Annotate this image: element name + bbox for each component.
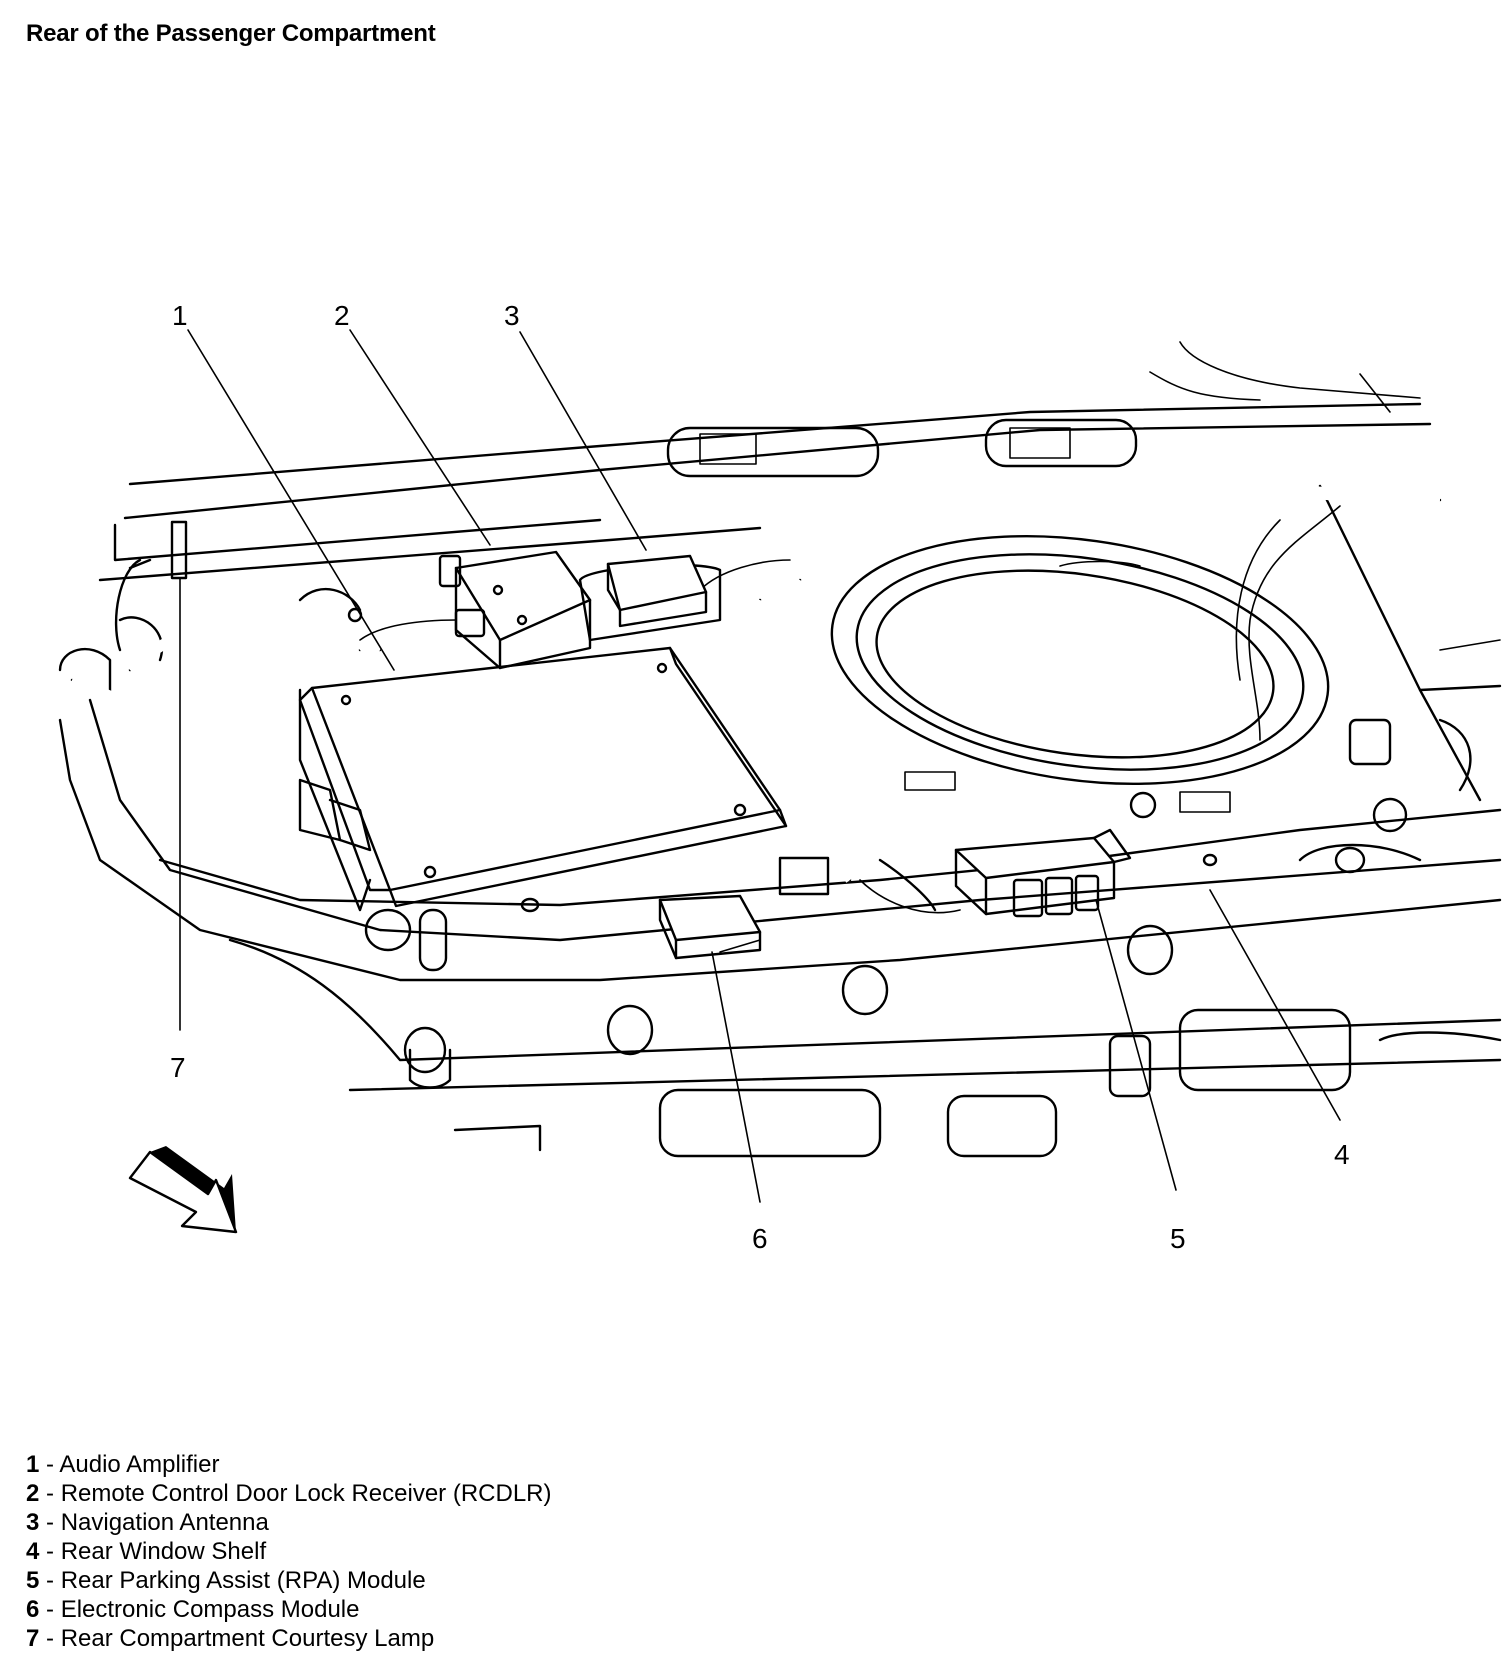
legend-item-2: 2 - Remote Control Door Lock Receiver (R… (26, 1480, 552, 1507)
page-title: Rear of the Passenger Compartment (26, 20, 436, 47)
callout-6: 6 (752, 1223, 768, 1254)
callout-legend: 1 - Audio Amplifier 2 - Remote Control D… (26, 1450, 552, 1653)
leader-3 (519, 331, 647, 551)
navigation-antenna-drawing (578, 554, 722, 642)
callout-labels: 1 2 3 4 5 6 7 (170, 300, 1350, 1254)
rcdlr-drawing (298, 550, 592, 670)
rpa-module-drawing (954, 828, 1132, 918)
callout-7: 7 (170, 1052, 186, 1083)
rear-window-shelf-drawing (58, 341, 1502, 1158)
leader-lines (179, 329, 1341, 1203)
leader-1 (187, 329, 395, 671)
audio-amplifier-drawing (298, 646, 830, 912)
leader-6 (711, 951, 761, 1203)
wiring-harness (69, 484, 1442, 914)
courtesy-lamp-drawing (128, 520, 188, 580)
callout-3: 3 (504, 300, 520, 331)
leader-5 (1095, 899, 1177, 1191)
callout-4: 4 (1334, 1139, 1350, 1170)
leader-2 (349, 329, 491, 546)
callout-2: 2 (334, 300, 350, 331)
leader-4 (1209, 889, 1341, 1121)
legend-item-3: 3 - Navigation Antenna (26, 1509, 269, 1536)
compass-module-drawing (658, 894, 762, 960)
legend-item-1: 1 - Audio Amplifier (26, 1451, 220, 1478)
callout-1: 1 (172, 300, 188, 331)
callout-5: 5 (1170, 1223, 1186, 1254)
legend-item-7: 7 - Rear Compartment Courtesy Lamp (26, 1625, 435, 1652)
legend-item-4: 4 - Rear Window Shelf (26, 1538, 267, 1565)
legend-item-6: 6 - Electronic Compass Module (26, 1596, 360, 1623)
front-direction-arrow-icon (128, 1146, 238, 1234)
legend-item-5: 5 - Rear Parking Assist (RPA) Module (26, 1567, 426, 1594)
